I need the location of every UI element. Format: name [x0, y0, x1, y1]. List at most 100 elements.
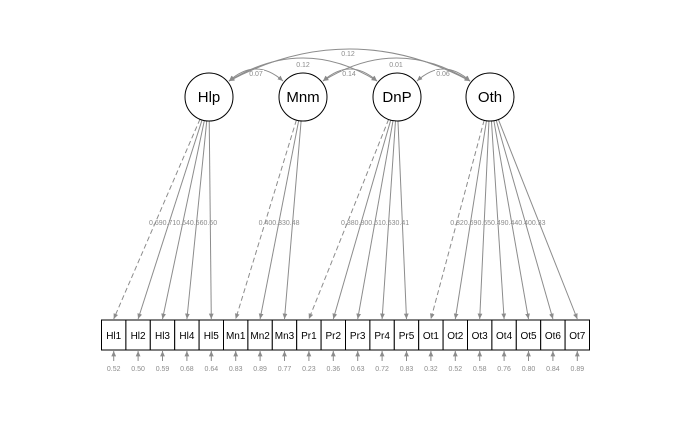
indicator-box	[491, 319, 517, 351]
indicator-box	[198, 319, 225, 351]
residual-value-pr5: 0.83	[400, 366, 414, 373]
loading-value-mn1: 0.40	[259, 220, 273, 227]
indicator-node-pr1: Pr1	[296, 319, 322, 351]
loading-value-pr1: 0.88	[341, 220, 355, 227]
covariance-value-hlp-oth: 0.12	[341, 51, 355, 58]
indicator-label: Mn3	[275, 331, 295, 342]
loading-value-pr3: 0.61	[368, 220, 382, 227]
loading-value-mn2: 0.33	[272, 220, 286, 227]
loading-value-pr4: 0.53	[382, 220, 396, 227]
indicator-label: Ot7	[569, 331, 586, 342]
covariance-label-bg	[341, 70, 357, 78]
residual-value-ot6: 0.84	[546, 366, 560, 373]
indicator-label: Mn1	[226, 331, 246, 342]
loading-value-hl1: 0.69	[149, 220, 163, 227]
residual-value-pr2: 0.36	[326, 366, 340, 373]
indicator-label: Pr1	[301, 331, 317, 342]
loading-value-hl4: 0.56	[190, 220, 204, 227]
loading-edge-hl4	[185, 120, 208, 320]
loading-edge-hl3	[161, 120, 205, 320]
latent-circle	[278, 72, 328, 122]
loading-value-hl5: 0.60	[203, 220, 217, 227]
loading-value-ot2: 0.69	[464, 220, 478, 227]
residual-value-mn3: 0.77	[278, 366, 292, 373]
indicator-box	[247, 319, 273, 351]
covariance-label-bg	[295, 61, 311, 69]
loading-edge-ot3	[477, 120, 490, 320]
indicator-node-ot2: Ot2	[442, 319, 469, 351]
latent-label: Mnm	[286, 89, 319, 106]
loading-value-ot1: 0.82	[450, 220, 464, 227]
indicator-label: Ot4	[496, 331, 513, 342]
latent-node-dnp: DnP	[372, 72, 422, 122]
covariance-arc-hlp-oth	[228, 48, 471, 82]
loading-value-mn3: 0.48	[286, 220, 300, 227]
loading-value-pr5: 0.41	[395, 220, 409, 227]
residual-value-hl4: 0.68	[180, 366, 194, 373]
loading-value-ot7: 0.33	[532, 220, 546, 227]
latent-circle	[184, 72, 234, 122]
latent-label: DnP	[382, 89, 411, 106]
indicator-label: Hl1	[106, 331, 121, 342]
indicator-node-pr4: Pr4	[369, 319, 395, 351]
residual-value-hl5: 0.64	[204, 366, 218, 373]
indicator-node-pr3: Pr3	[345, 319, 371, 351]
loading-edge-ot4	[490, 120, 507, 320]
loading-value-hl3: 0.64	[176, 220, 190, 227]
loading-value-pr2: 0.80	[355, 220, 369, 227]
residual-value-ot7: 0.89	[570, 366, 584, 373]
indicator-node-hl3: Hl3	[149, 319, 176, 351]
residual-value-ot4: 0.76	[497, 366, 511, 373]
residual-value-hl2: 0.50	[131, 366, 145, 373]
loading-edge-pr3	[356, 120, 394, 320]
indicator-label: Pr4	[374, 331, 390, 342]
indicator-box	[320, 319, 347, 351]
indicator-box	[174, 319, 200, 351]
covariance-value-dnp-oth: 0.06	[436, 71, 450, 78]
indicator-box	[296, 319, 322, 351]
loading-value-ot6: 0.40	[518, 220, 532, 227]
latent-label: Hlp	[198, 89, 221, 106]
loading-edge-mn3	[282, 120, 302, 320]
indicator-label: Pr2	[326, 331, 342, 342]
latent-circle	[372, 72, 422, 122]
loading-edge-ot2	[453, 120, 487, 320]
indicator-box	[125, 319, 151, 351]
covariance-value-mnm-oth: 0.01	[389, 62, 403, 69]
indicator-node-ot4: Ot4	[491, 319, 517, 351]
residual-value-pr4: 0.72	[375, 366, 389, 373]
indicator-label: Ot1	[423, 331, 440, 342]
loading-edge-mn1	[234, 119, 297, 320]
indicator-label: Ot3	[472, 331, 489, 342]
residual-value-pr3: 0.63	[351, 366, 365, 373]
indicator-box	[393, 319, 420, 351]
indicator-box	[515, 319, 542, 351]
indicator-node-ot3: Ot3	[467, 319, 493, 351]
indicator-node-hl4: Hl4	[174, 319, 200, 351]
indicator-node-pr2: Pr2	[320, 319, 347, 351]
loading-value-ot5: 0.44	[505, 220, 519, 227]
residual-value-ot5: 0.80	[522, 366, 536, 373]
loading-edge-pr5	[397, 120, 409, 320]
residual-value-ot3: 0.58	[473, 366, 487, 373]
indicator-label: Pr3	[350, 331, 366, 342]
covariance-label-bg	[388, 61, 404, 69]
indicator-box	[271, 319, 298, 351]
indicator-box	[564, 319, 590, 351]
covariance-value-hlp-dnp: 0.12	[296, 62, 310, 69]
covariance-value-mnm-dnp: 0.14	[342, 71, 356, 78]
latent-node-oth: Oth	[465, 72, 515, 122]
loading-edge-pr4	[380, 120, 396, 320]
indicator-box	[345, 319, 371, 351]
loading-edge-ot5	[493, 120, 530, 320]
covariance-arc-hlp-dnp	[228, 57, 378, 82]
residual-value-hl1: 0.52	[107, 366, 121, 373]
residual-value-mn2: 0.89	[253, 366, 267, 373]
indicator-node-mn3: Mn3	[271, 319, 298, 351]
indicator-label: Ot6	[545, 331, 562, 342]
indicator-node-hl1: Hl1	[101, 319, 127, 351]
loading-edge-ot7	[497, 119, 578, 320]
indicator-node-ot1: Ot1	[418, 319, 444, 351]
